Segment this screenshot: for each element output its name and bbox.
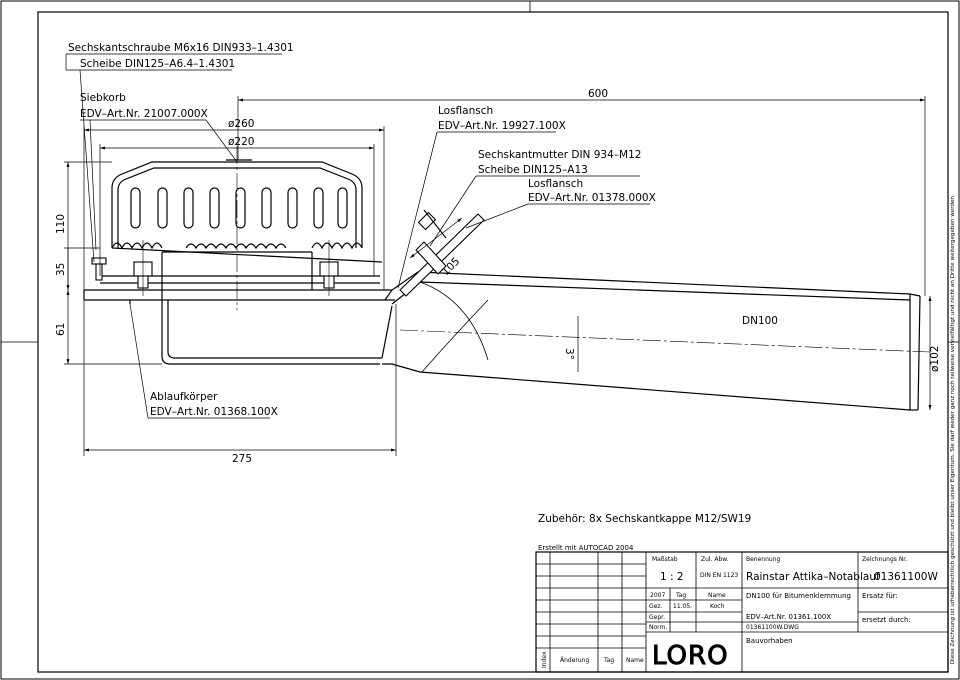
dim-275: 275 (232, 453, 252, 465)
label-losflansch-1-nr: EDV–Art.Nr. 19927.100X (438, 120, 566, 132)
benennung-value: Rainstar Attika–Notablauf (746, 571, 880, 583)
part-labels: Sechskantschraube M6x16 DIN933–1.4301 Sc… (68, 42, 778, 525)
massstab-value: 1 : 2 (660, 571, 684, 583)
copyright-side-note: Diese Zeichnung ist urheberrechtlich ges… (950, 194, 956, 664)
label-zubehoer: Zubehör: 8x Sechskantkappe M12/SW19 (538, 513, 751, 525)
edv-nr: EDV–Art.Nr. 01361.100X (746, 613, 831, 621)
ersatz-fuer: Ersatz für: (862, 592, 898, 600)
year: 2007 (650, 592, 665, 599)
title-block-texts: Maßstab 1 : 2 Zul. Abw. DIN EN 1123 Bene… (541, 556, 938, 672)
label-siebkorb-nr: EDV–Art.Nr. 21007.000X (80, 108, 208, 120)
leader-lines (65, 53, 650, 419)
index-label: Index (541, 651, 548, 668)
created-with: Erstellt mit AUTOCAD 2004 (538, 544, 634, 552)
dim-102: ø102 (929, 346, 941, 372)
label-mutter: Sechskantmutter DIN 934–M12 (478, 149, 641, 161)
zeichnungs-label: Zeichnungs Nr. (862, 556, 907, 563)
zul-abw-label: Zul. Abw. (701, 556, 729, 563)
label-scheibe-2: Scheibe DIN125–A13 (478, 164, 588, 176)
benennung-2: DN100 für Bitumenklemmung (746, 592, 851, 600)
label-scheibe-1: Scheibe DIN125–A6.4–1.4301 (80, 58, 235, 70)
loro-logo: LORO (652, 641, 729, 671)
dimension-lines (64, 96, 932, 456)
name-label: Name (626, 657, 644, 664)
gez-tag: 11.05. (673, 603, 692, 610)
title-block (535, 551, 949, 673)
strainer-basket (111, 159, 383, 263)
label-losflansch-2: Losflansch (528, 178, 583, 190)
dim-slope: 3° (563, 348, 575, 360)
zeichnungs-nr: 01361100W (874, 571, 938, 583)
dim-110: 110 (55, 214, 67, 234)
name-header: Name (708, 592, 726, 599)
label-siebkorb: Siebkorb (80, 92, 126, 104)
bauvorhaben-label: Bauvorhaben (746, 637, 793, 645)
dim-35: 35 (55, 263, 67, 276)
drain-body (83, 251, 921, 411)
gez-name: Koch (710, 603, 725, 610)
norm-label: Norm. (649, 624, 667, 631)
label-losflansch-1: Losflansch (438, 105, 493, 117)
label-pipe-dn100: DN100 (742, 315, 778, 327)
gez-label: Gez. (649, 603, 662, 610)
centerlines (236, 146, 931, 353)
benennung-label: Benennung (746, 556, 781, 563)
dim-220: ø220 (228, 136, 254, 148)
zul-abw-value: DIN EN 1123 (700, 572, 738, 579)
gepr-label: Gepr. (649, 614, 665, 621)
tag-header: Tag (675, 592, 686, 599)
label-sechskantschraube: Sechskantschraube M6x16 DIN933–1.4301 (68, 42, 294, 54)
dim-260: ø260 (228, 118, 254, 130)
label-ablauf-nr: EDV–Art.Nr. 01368.100X (150, 406, 278, 418)
aenderung-label: Änderung (560, 657, 589, 664)
flange-bolts (91, 240, 339, 296)
dwg-file: 01361100W.DWG (746, 624, 799, 631)
massstab-label: Maßstab (652, 556, 678, 563)
tag-label: Tag (603, 657, 614, 664)
dim-600: 600 (588, 88, 608, 100)
label-ablauf: Ablaufkörper (150, 391, 218, 403)
dim-61: 61 (55, 323, 67, 336)
label-losflansch-2-nr: EDV–Art.Nr. 01378.000X (528, 192, 656, 204)
ersetzt-durch: ersetzt durch: (862, 616, 911, 624)
